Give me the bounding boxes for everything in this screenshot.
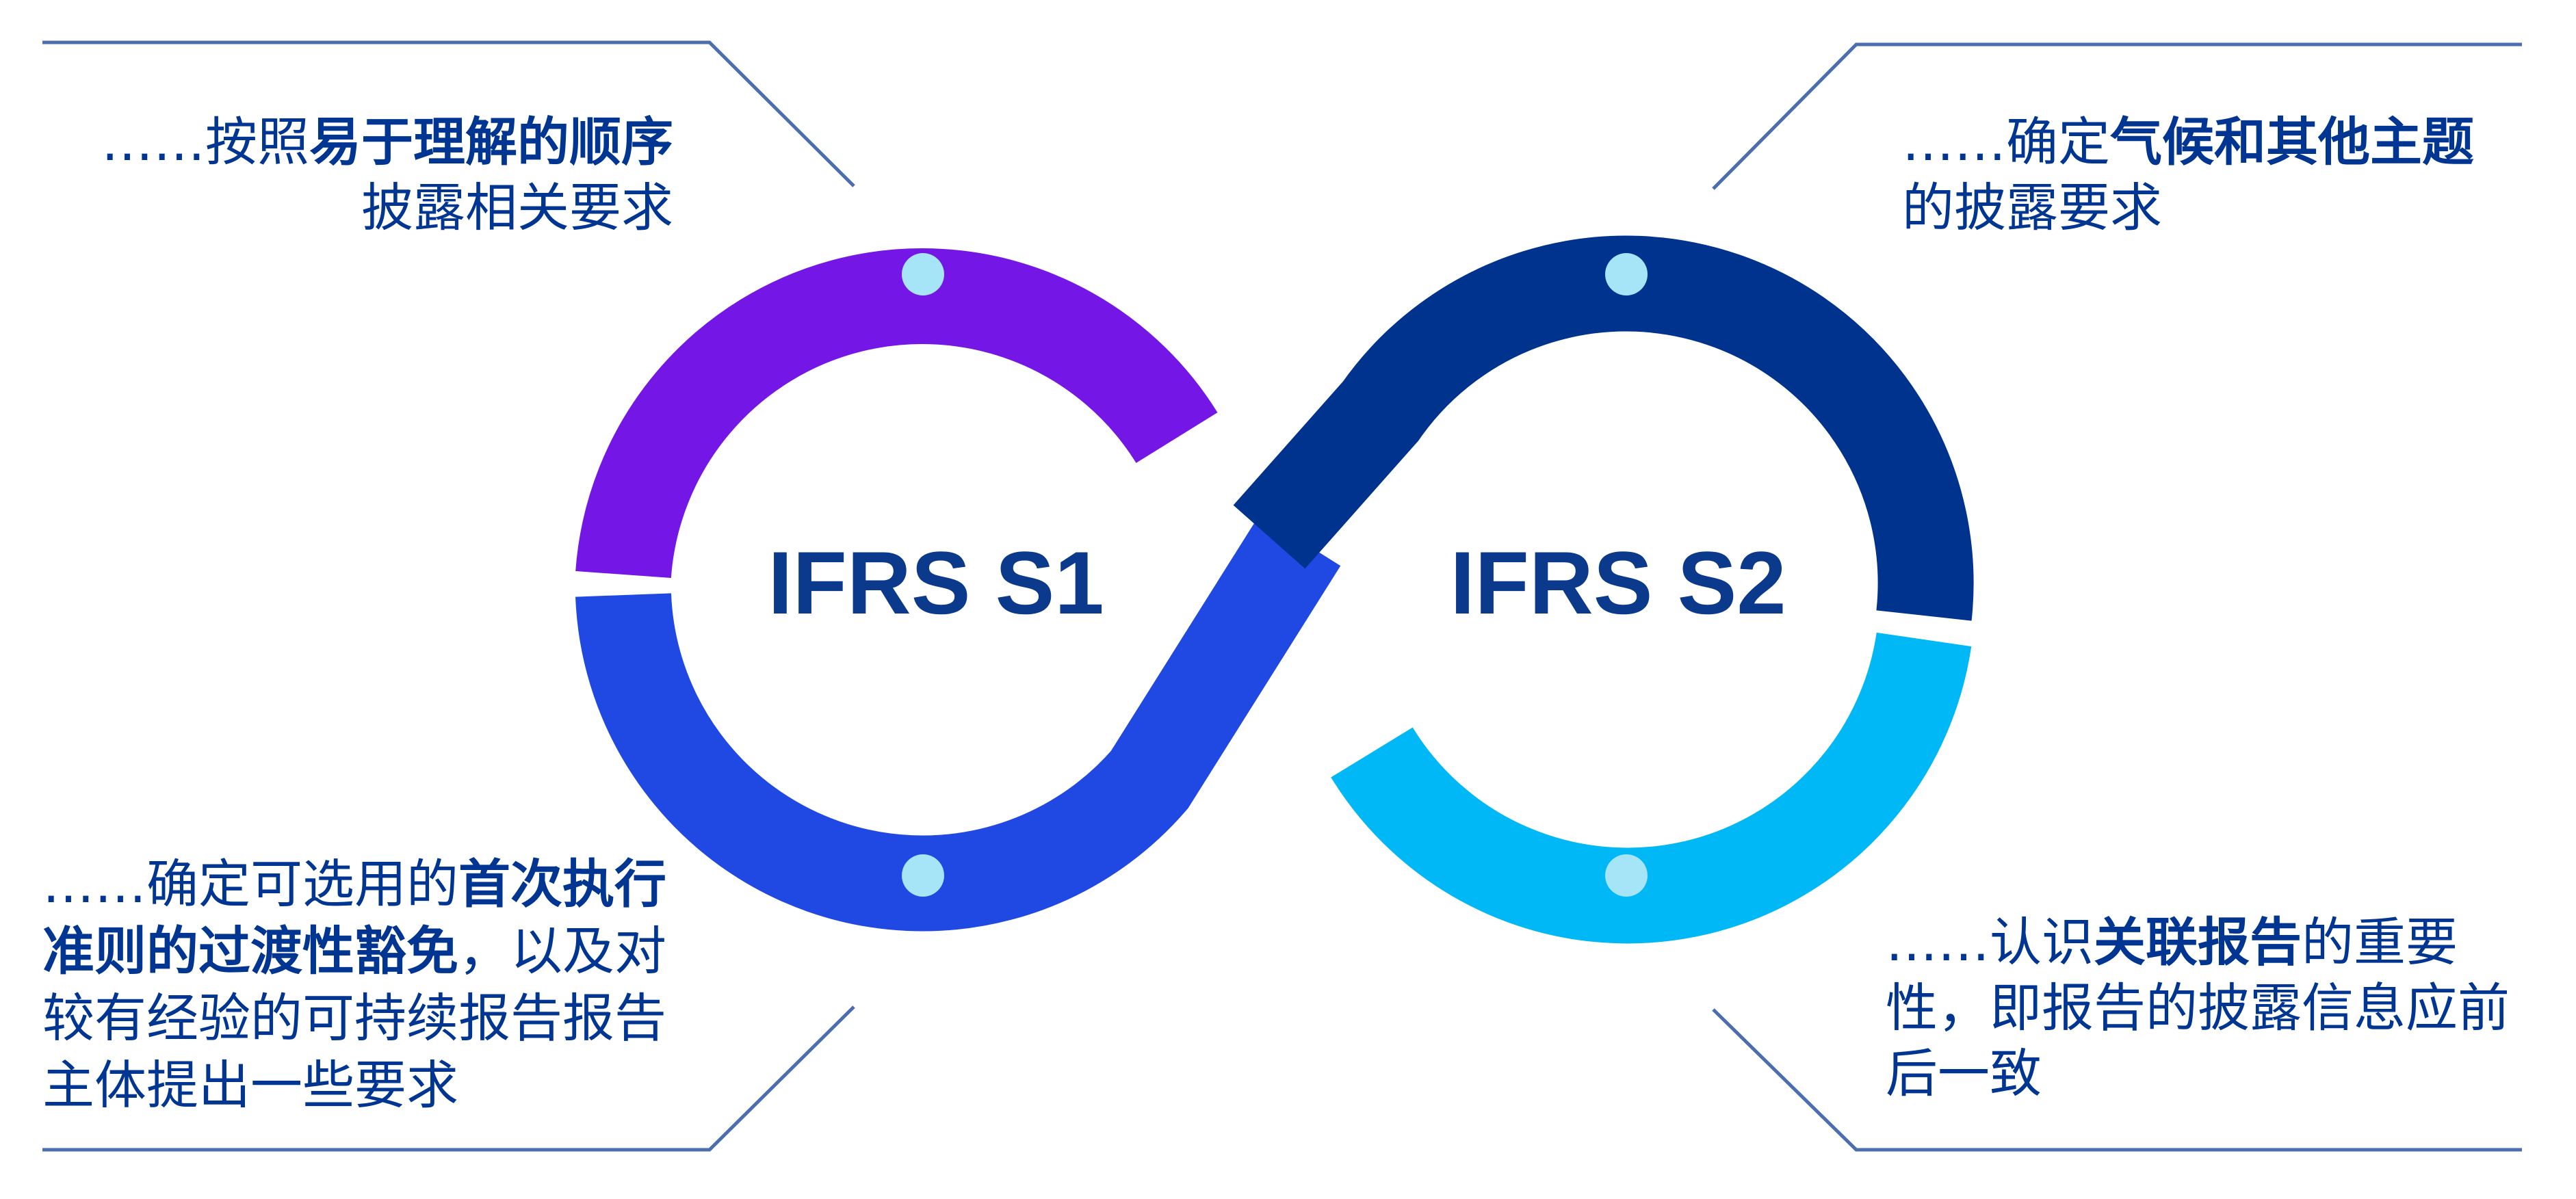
callout-text: ，以及对较有经验的可持续报告报告主体提出一些要求 [42,921,666,1116]
callout-text: ……按照 [101,111,309,172]
callout-highlight: 首次执行准则的过渡性豁免 [42,854,666,981]
connector-line-top-right [1712,42,2522,190]
dot-marker [902,854,944,897]
callout-highlight: 易于理解的顺序 [309,111,673,172]
dot-marker [902,253,944,295]
segment-blue [575,514,1341,932]
dot-marker [1605,253,1648,295]
callout-text: 披露相关要求 [361,177,673,238]
callout-text: ……确定可选用的 [42,854,458,914]
callout-top-left: ……按照易于理解的顺序 披露相关要求 [0,109,673,241]
callout-text: 的披露要求 [1902,177,2162,238]
callout-bottom-right: ……认识关联报告的重要性，即报告的披露信息应前后一致 [1886,910,2515,1107]
callout-top-right: ……确定气候和其他主题 的披露要求 [1902,109,2552,241]
label-ifrs-s1: IFRS S1 [768,533,1104,633]
segment-navy [1233,235,1974,621]
connector-line-bottom-left [42,1005,855,1152]
label-ifrs-s2: IFRS S2 [1450,533,1786,633]
callout-highlight: 气候和其他主题 [2110,111,2474,172]
connector-line-top-left [42,40,855,187]
connector-line-bottom-right [1712,1008,2522,1152]
segment-purple [575,248,1218,579]
dot-marker [1605,854,1648,897]
callout-text: 的重要性，即报告的披露信息应前后一致 [1886,912,2510,1104]
callout-highlight: 关联报告 [2094,912,2302,973]
callout-text: ……认识 [1886,912,2094,973]
segment-cyan [1331,632,1972,944]
callout-bottom-left: ……确定可选用的首次执行准则的过渡性豁免，以及对较有经验的可持续报告报告主体提出… [42,851,668,1119]
callout-text: ……确定 [1902,111,2110,172]
